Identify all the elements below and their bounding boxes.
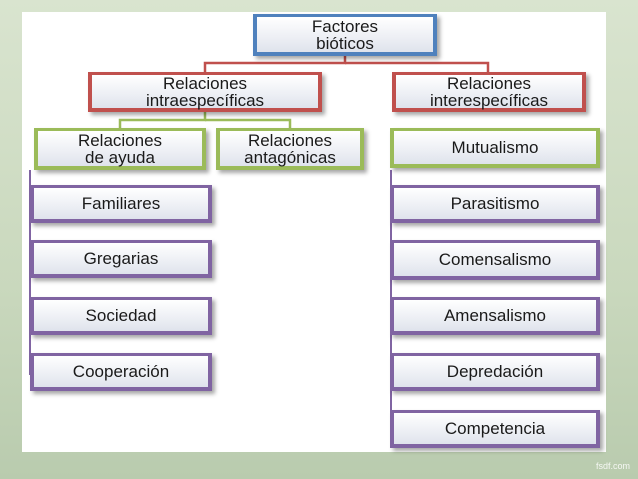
node-relaciones-antagonicas: Relaciones antagónicas <box>216 128 364 170</box>
node-relaciones-intraespecificas: Relaciones intraespecíficas <box>88 72 322 112</box>
node-depredacion: Depredación <box>390 353 600 391</box>
connector-intra-ayuda <box>118 110 207 130</box>
node-amensalismo: Amensalismo <box>390 297 600 335</box>
node-familiares: Familiares <box>30 185 212 223</box>
watermark: fsdf.com <box>595 461 630 471</box>
node-mutualismo: Mutualismo <box>390 128 600 168</box>
node-sociedad: Sociedad <box>30 297 212 335</box>
node-parasitismo: Parasitismo <box>390 185 600 223</box>
node-factores-bioticos: Factores bióticos <box>253 14 437 56</box>
node-comensalismo: Comensalismo <box>390 240 600 280</box>
node-competencia: Competencia <box>390 410 600 448</box>
node-gregarias: Gregarias <box>30 240 212 278</box>
connector-root-inter <box>345 61 490 72</box>
connector-root-intra <box>203 55 347 72</box>
connector-intra-antagonicas <box>205 118 292 130</box>
node-relaciones-de-ayuda: Relaciones de ayuda <box>34 128 206 170</box>
node-relaciones-interespecificas: Relaciones interespecíficas <box>392 72 586 112</box>
node-cooperacion: Cooperación <box>30 353 212 391</box>
